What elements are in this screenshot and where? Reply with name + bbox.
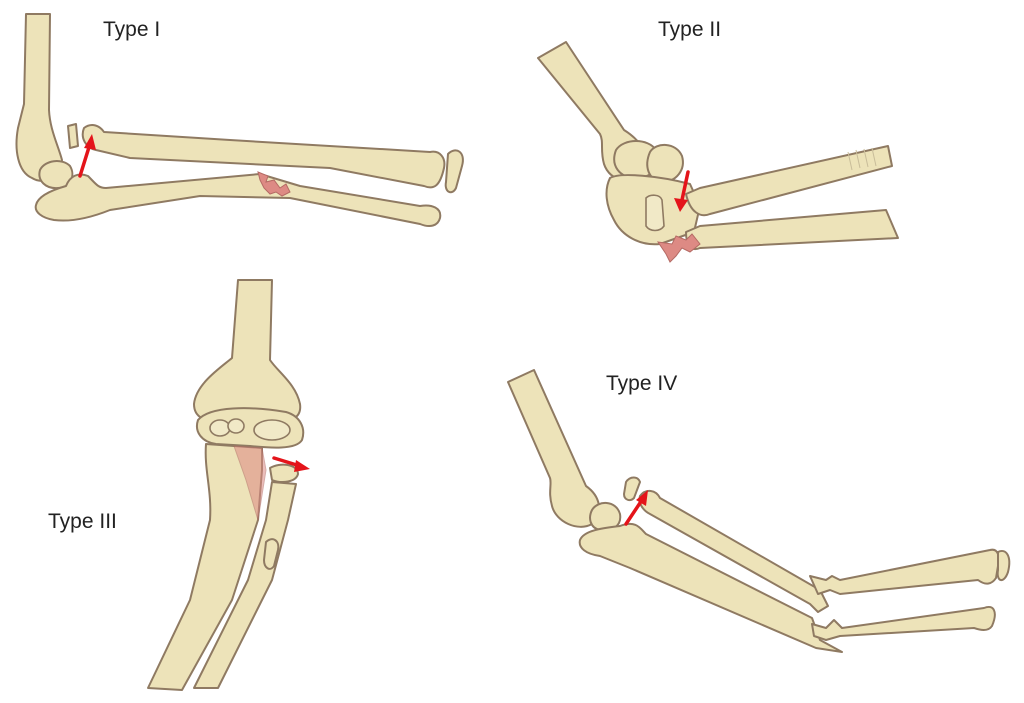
- type-iii-radial-tuberosity: [263, 538, 280, 570]
- type-iii-radius: [193, 481, 297, 689]
- type-ii-radius-hatch: [847, 147, 877, 171]
- type-ii-illustration: [537, 41, 899, 263]
- panel-label-type-i: Type I: [103, 18, 161, 41]
- panel-label-type-iii: Type III: [48, 510, 117, 533]
- type-iv-red-arrow-icon: [624, 498, 644, 526]
- type-i-ulnar-styloid: [444, 149, 464, 194]
- type-iii-capitellum: [253, 419, 291, 441]
- type-ii-radius: [685, 145, 893, 217]
- type-iii-epicondyle-left: [209, 419, 231, 437]
- type-iv-radial-head: [623, 476, 641, 502]
- panel-label-type-iv: Type IV: [606, 372, 678, 395]
- type-iv-ulna-proximal: [578, 522, 843, 653]
- type-iv-arrowhead-icon: [636, 490, 648, 506]
- type-iii-illustration: [147, 279, 310, 691]
- type-i-ulna: [34, 173, 442, 227]
- type-ii-red-arrow-icon: [680, 170, 690, 202]
- type-iv-ulna-distal: [811, 606, 996, 641]
- type-iv-humerus: [507, 369, 601, 528]
- type-i-humerus: [15, 13, 63, 182]
- type-ii-arrowhead-icon: [674, 198, 688, 212]
- type-ii-ulna: [685, 209, 899, 250]
- type-iv-ulnar-styloid: [996, 550, 1011, 581]
- type-i-fracture: [257, 171, 291, 197]
- type-iii-arrowhead-icon: [294, 460, 310, 472]
- type-i-radial-head: [67, 123, 79, 149]
- type-iii-humerus: [193, 279, 302, 423]
- type-iii-radial-head: [269, 463, 299, 483]
- type-iv-radius-distal: [809, 548, 1000, 595]
- panel-label-type-ii: Type II: [658, 18, 722, 41]
- type-i-arrowhead-icon: [84, 134, 96, 150]
- type-iii-epicondyle-mid: [227, 418, 245, 434]
- type-ii-radial-head: [645, 194, 665, 232]
- type-iv-illustration: [507, 369, 1011, 653]
- type-ii-fracture: [656, 233, 701, 263]
- type-i-illustration: [15, 13, 464, 227]
- type-i-red-arrow-icon: [78, 142, 92, 178]
- type-ii-trochlea: [646, 144, 684, 183]
- type-iii-ulna: [147, 443, 263, 691]
- type-iii-fracture: [233, 445, 267, 521]
